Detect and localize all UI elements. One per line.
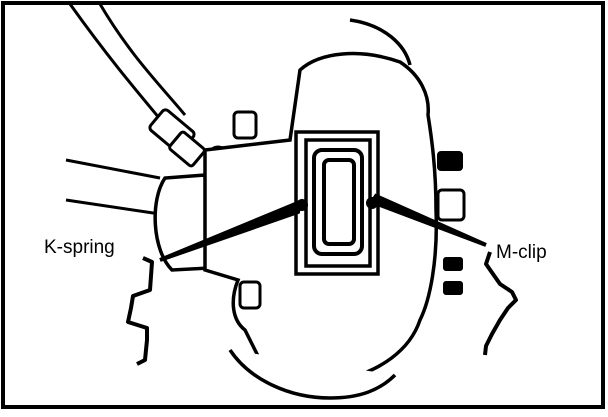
brake-pads (312, 148, 364, 256)
mount-arm (65, 158, 161, 216)
caliper-bolts (437, 151, 463, 295)
k-spring-label: K-spring (44, 237, 115, 258)
leader-lines (159, 193, 487, 262)
m-clip-label: M-clip (496, 242, 547, 263)
m-clip-part (483, 251, 518, 356)
bolt-heads (232, 110, 466, 310)
k-spring-part (126, 256, 154, 366)
brake-hose (68, 3, 187, 126)
